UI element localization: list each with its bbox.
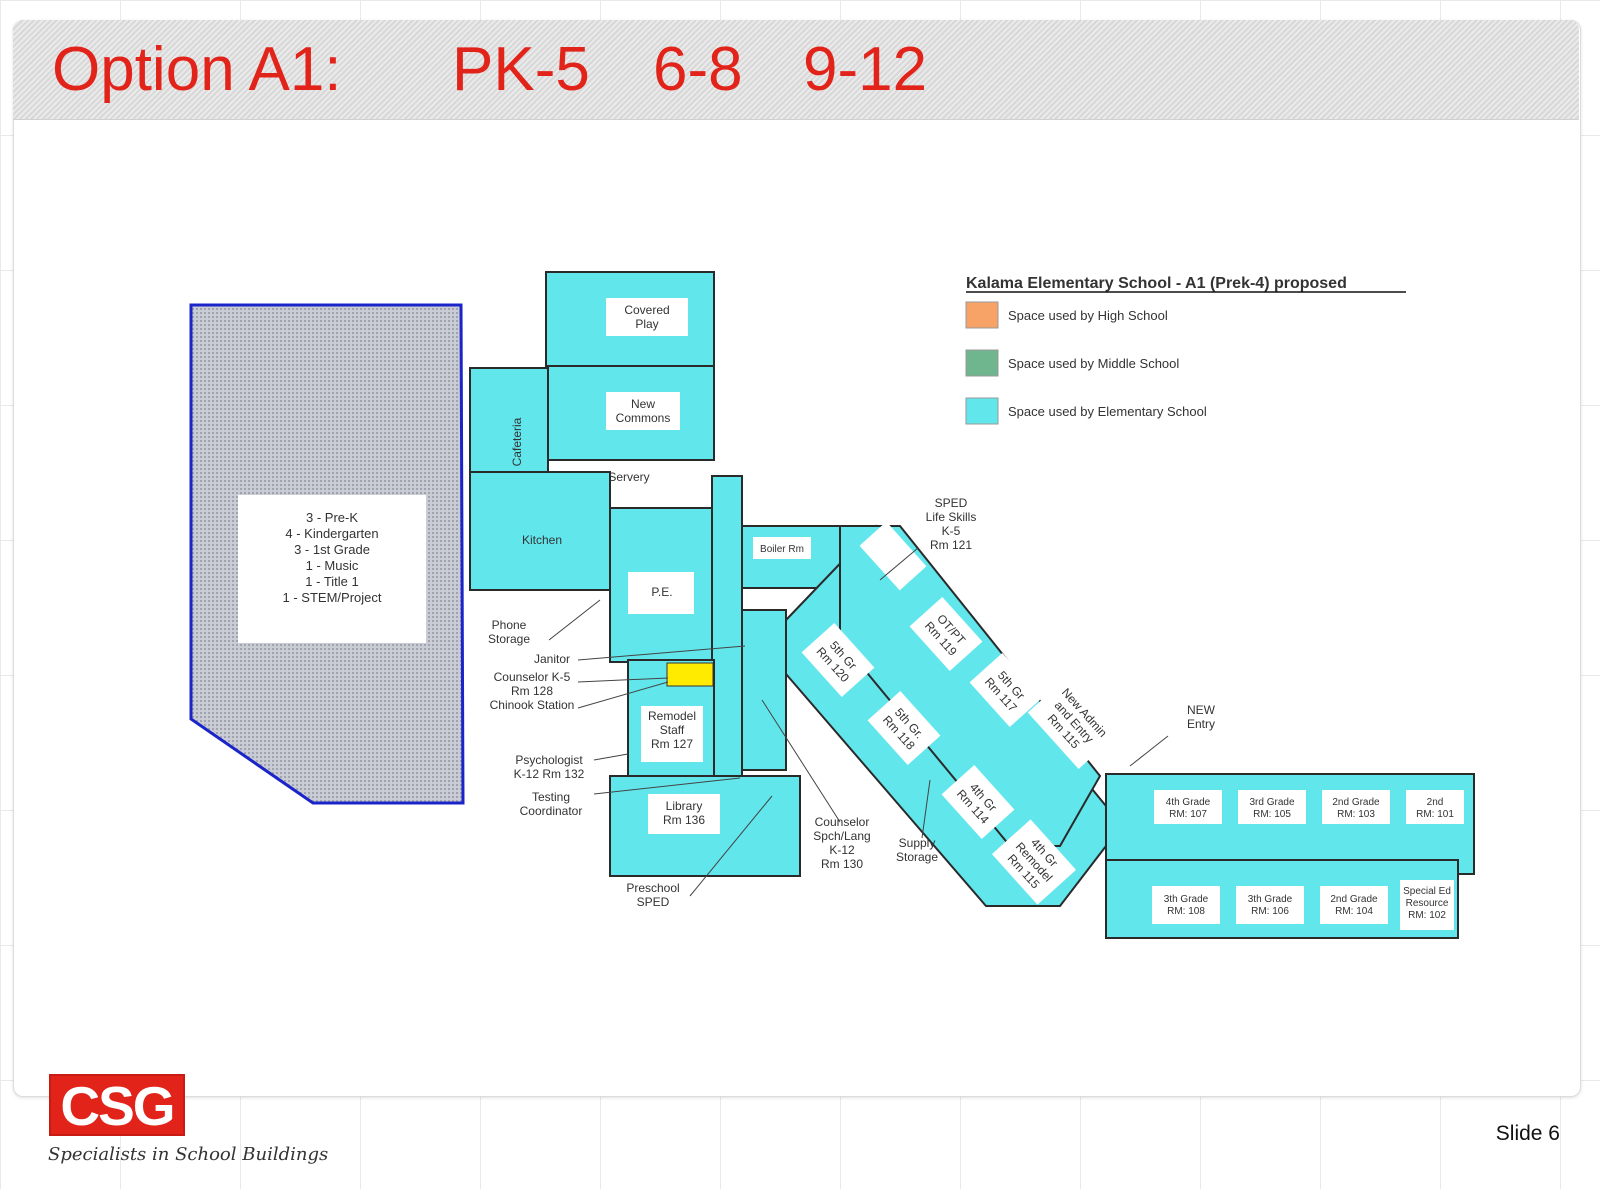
room-101: RM: 101 xyxy=(1416,809,1454,820)
legend-swatch-high-school xyxy=(965,301,999,329)
portable-label-box xyxy=(238,495,426,643)
callout-new-entry: NEW xyxy=(1187,703,1216,717)
callout-phone-storage: Phone xyxy=(492,618,527,632)
callout-phone-storage: Storage xyxy=(488,632,530,646)
room-library: Rm 136 xyxy=(663,813,705,827)
room-servery: Servery xyxy=(608,470,649,484)
diagonal-room-label-backgrounds xyxy=(801,521,1121,905)
room-covered-play: Covered xyxy=(624,303,669,317)
slide-number: Slide 6 xyxy=(1495,1122,1560,1145)
callout-counselor-k5: Chinook Station xyxy=(490,698,575,712)
room-covered-play: Play xyxy=(635,317,658,331)
callout-janitor: Janitor xyxy=(534,652,570,666)
callout-counselor-spch: Rm 130 xyxy=(821,857,863,871)
room-kitchen: Kitchen xyxy=(522,533,562,547)
slide-title-6-8: 6-8 xyxy=(653,35,743,104)
legend-title: Kalama Elementary School - A1 (Prek-4) p… xyxy=(966,275,1347,292)
room-103: 2nd Grade xyxy=(1332,797,1380,808)
room-102: Resource xyxy=(1406,898,1449,909)
counselor-highlight xyxy=(666,662,714,687)
callout-sped: Life Skills xyxy=(926,510,977,524)
portable-line: 4 - Kindergarten xyxy=(285,526,378,541)
callout-testing: Coordinator xyxy=(520,804,583,818)
room-label-backgrounds xyxy=(606,298,1464,930)
callout-counselor-spch: Counselor xyxy=(815,815,870,829)
csg-tagline: Specialists in School Buildings xyxy=(48,1144,329,1165)
callout-counselor-k5: Counselor K-5 xyxy=(494,670,571,684)
callout-preschool-sped: Preschool xyxy=(626,881,679,895)
room-cafeteria: Cafeteria xyxy=(510,417,524,466)
legend-swatch-middle-school xyxy=(965,349,999,377)
room-106: 3th Grade xyxy=(1248,894,1293,905)
portable-line: 3 - Pre-K xyxy=(306,510,358,525)
room-remodel-staff: Rm 127 xyxy=(651,737,693,751)
room-new-commons: Commons xyxy=(616,411,671,425)
legend: Kalama Elementary School - A1 (Prek-4) p… xyxy=(965,275,1406,425)
room-108: 3th Grade xyxy=(1164,894,1209,905)
room-105: 3rd Grade xyxy=(1249,797,1294,808)
callout-new-entry: Entry xyxy=(1187,717,1215,731)
room-pe: P.E. xyxy=(651,585,672,599)
portable-line: 1 - Music xyxy=(306,558,359,573)
room-107: RM: 107 xyxy=(1169,809,1207,820)
slide-title-option: Option A1: xyxy=(52,35,342,104)
room-108: RM: 108 xyxy=(1167,906,1205,917)
slide-title-9-12: 9-12 xyxy=(803,35,928,104)
callout-supply-storage: Supply xyxy=(899,836,936,850)
callout-supply-storage: Storage xyxy=(896,850,938,864)
callout-testing: Testing xyxy=(532,790,570,804)
portable-line: 1 - STEM/Project xyxy=(283,590,382,605)
room-boiler: Boiler Rm xyxy=(760,544,804,555)
room-101: 2nd xyxy=(1427,797,1444,808)
room-library: Library xyxy=(666,799,703,813)
room-remodel-staff: Staff xyxy=(660,723,685,737)
callout-psychologist: K-12 Rm 132 xyxy=(514,767,585,781)
legend-swatch-elementary-school xyxy=(965,397,999,425)
room-102: RM: 102 xyxy=(1408,910,1446,921)
csg-logo: CSG xyxy=(49,1074,185,1136)
room-106: RM: 106 xyxy=(1251,906,1289,917)
callout-counselor-k5: Rm 128 xyxy=(511,684,553,698)
room-103: RM: 103 xyxy=(1337,809,1375,820)
slide-title-pk5: PK-5 xyxy=(452,35,590,104)
callout-preschool-sped: SPED xyxy=(637,895,670,909)
callout-psychologist: Psychologist xyxy=(515,753,583,767)
callout-sped: SPED xyxy=(935,496,968,510)
room-105: RM: 105 xyxy=(1253,809,1291,820)
room-104: 2nd Grade xyxy=(1330,894,1378,905)
portable-line: 1 - Title 1 xyxy=(305,574,358,589)
legend-label-elementary-school: Space used by Elementary School xyxy=(1008,404,1207,419)
room-107: 4th Grade xyxy=(1166,797,1211,808)
portable-line: 3 - 1st Grade xyxy=(294,542,370,557)
room-remodel-staff: Remodel xyxy=(648,709,696,723)
callout-leaders xyxy=(548,547,1169,897)
elementary-space xyxy=(469,271,1475,939)
legend-label-high-school: Space used by High School xyxy=(1008,308,1168,323)
room-104: RM: 104 xyxy=(1335,906,1373,917)
legend-label-middle-school: Space used by Middle School xyxy=(1008,356,1179,371)
callout-counselor-spch: K-12 xyxy=(829,843,855,857)
callout-sped: K-5 xyxy=(942,524,961,538)
callout-counselor-spch: Spch/Lang xyxy=(813,829,870,843)
room-102: Special Ed xyxy=(1403,886,1451,897)
title-bar xyxy=(13,20,1579,120)
callout-sped: Rm 121 xyxy=(930,538,972,552)
room-new-commons: New xyxy=(631,397,655,411)
